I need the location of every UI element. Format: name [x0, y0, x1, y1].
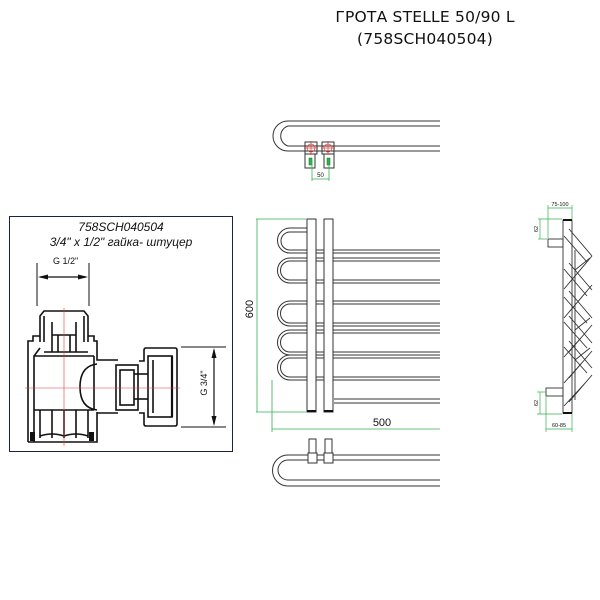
drawing-title: ГРОТА STELLE 50/90 L (758SCH040504)	[250, 6, 600, 50]
model-name: ГРОТА STELLE 50/90 L	[335, 8, 515, 26]
side-top-depth-label: 75-100	[551, 202, 568, 208]
side-view-drawing	[545, 219, 593, 414]
thread-g12-label: G 1/2"	[53, 256, 79, 266]
fitting-detail-frame	[9, 216, 233, 452]
top-view-valves	[304, 141, 335, 155]
top-view-spacing-dimension	[311, 160, 330, 181]
side-bottom-offset-label: 62	[534, 400, 540, 406]
fitting-section-drawing	[27, 263, 226, 443]
front-view-drawing	[277, 218, 440, 413]
bottom-view-drawing	[272, 438, 440, 487]
side-view-dimensions	[537, 205, 573, 432]
fitting-centerlines	[25, 308, 180, 446]
side-top-offset-label: 62	[534, 226, 540, 232]
model-code: (758SCH040504)	[357, 30, 493, 48]
top-view-drawing	[272, 120, 440, 169]
front-view-dimensions	[256, 218, 440, 432]
fitting-description: 3/4" x 1/2" гайка- штуцер	[49, 235, 193, 249]
spacing-50-label: 50	[317, 173, 324, 179]
height-600-label: 600	[244, 300, 256, 318]
fitting-code: 758SCH040504	[78, 220, 164, 234]
side-bottom-depth-label: 60-85	[552, 423, 566, 429]
width-500-label: 500	[373, 417, 391, 429]
fitting-detail-title: 758SCH040504 3/4" x 1/2" гайка- штуцер	[9, 220, 233, 250]
